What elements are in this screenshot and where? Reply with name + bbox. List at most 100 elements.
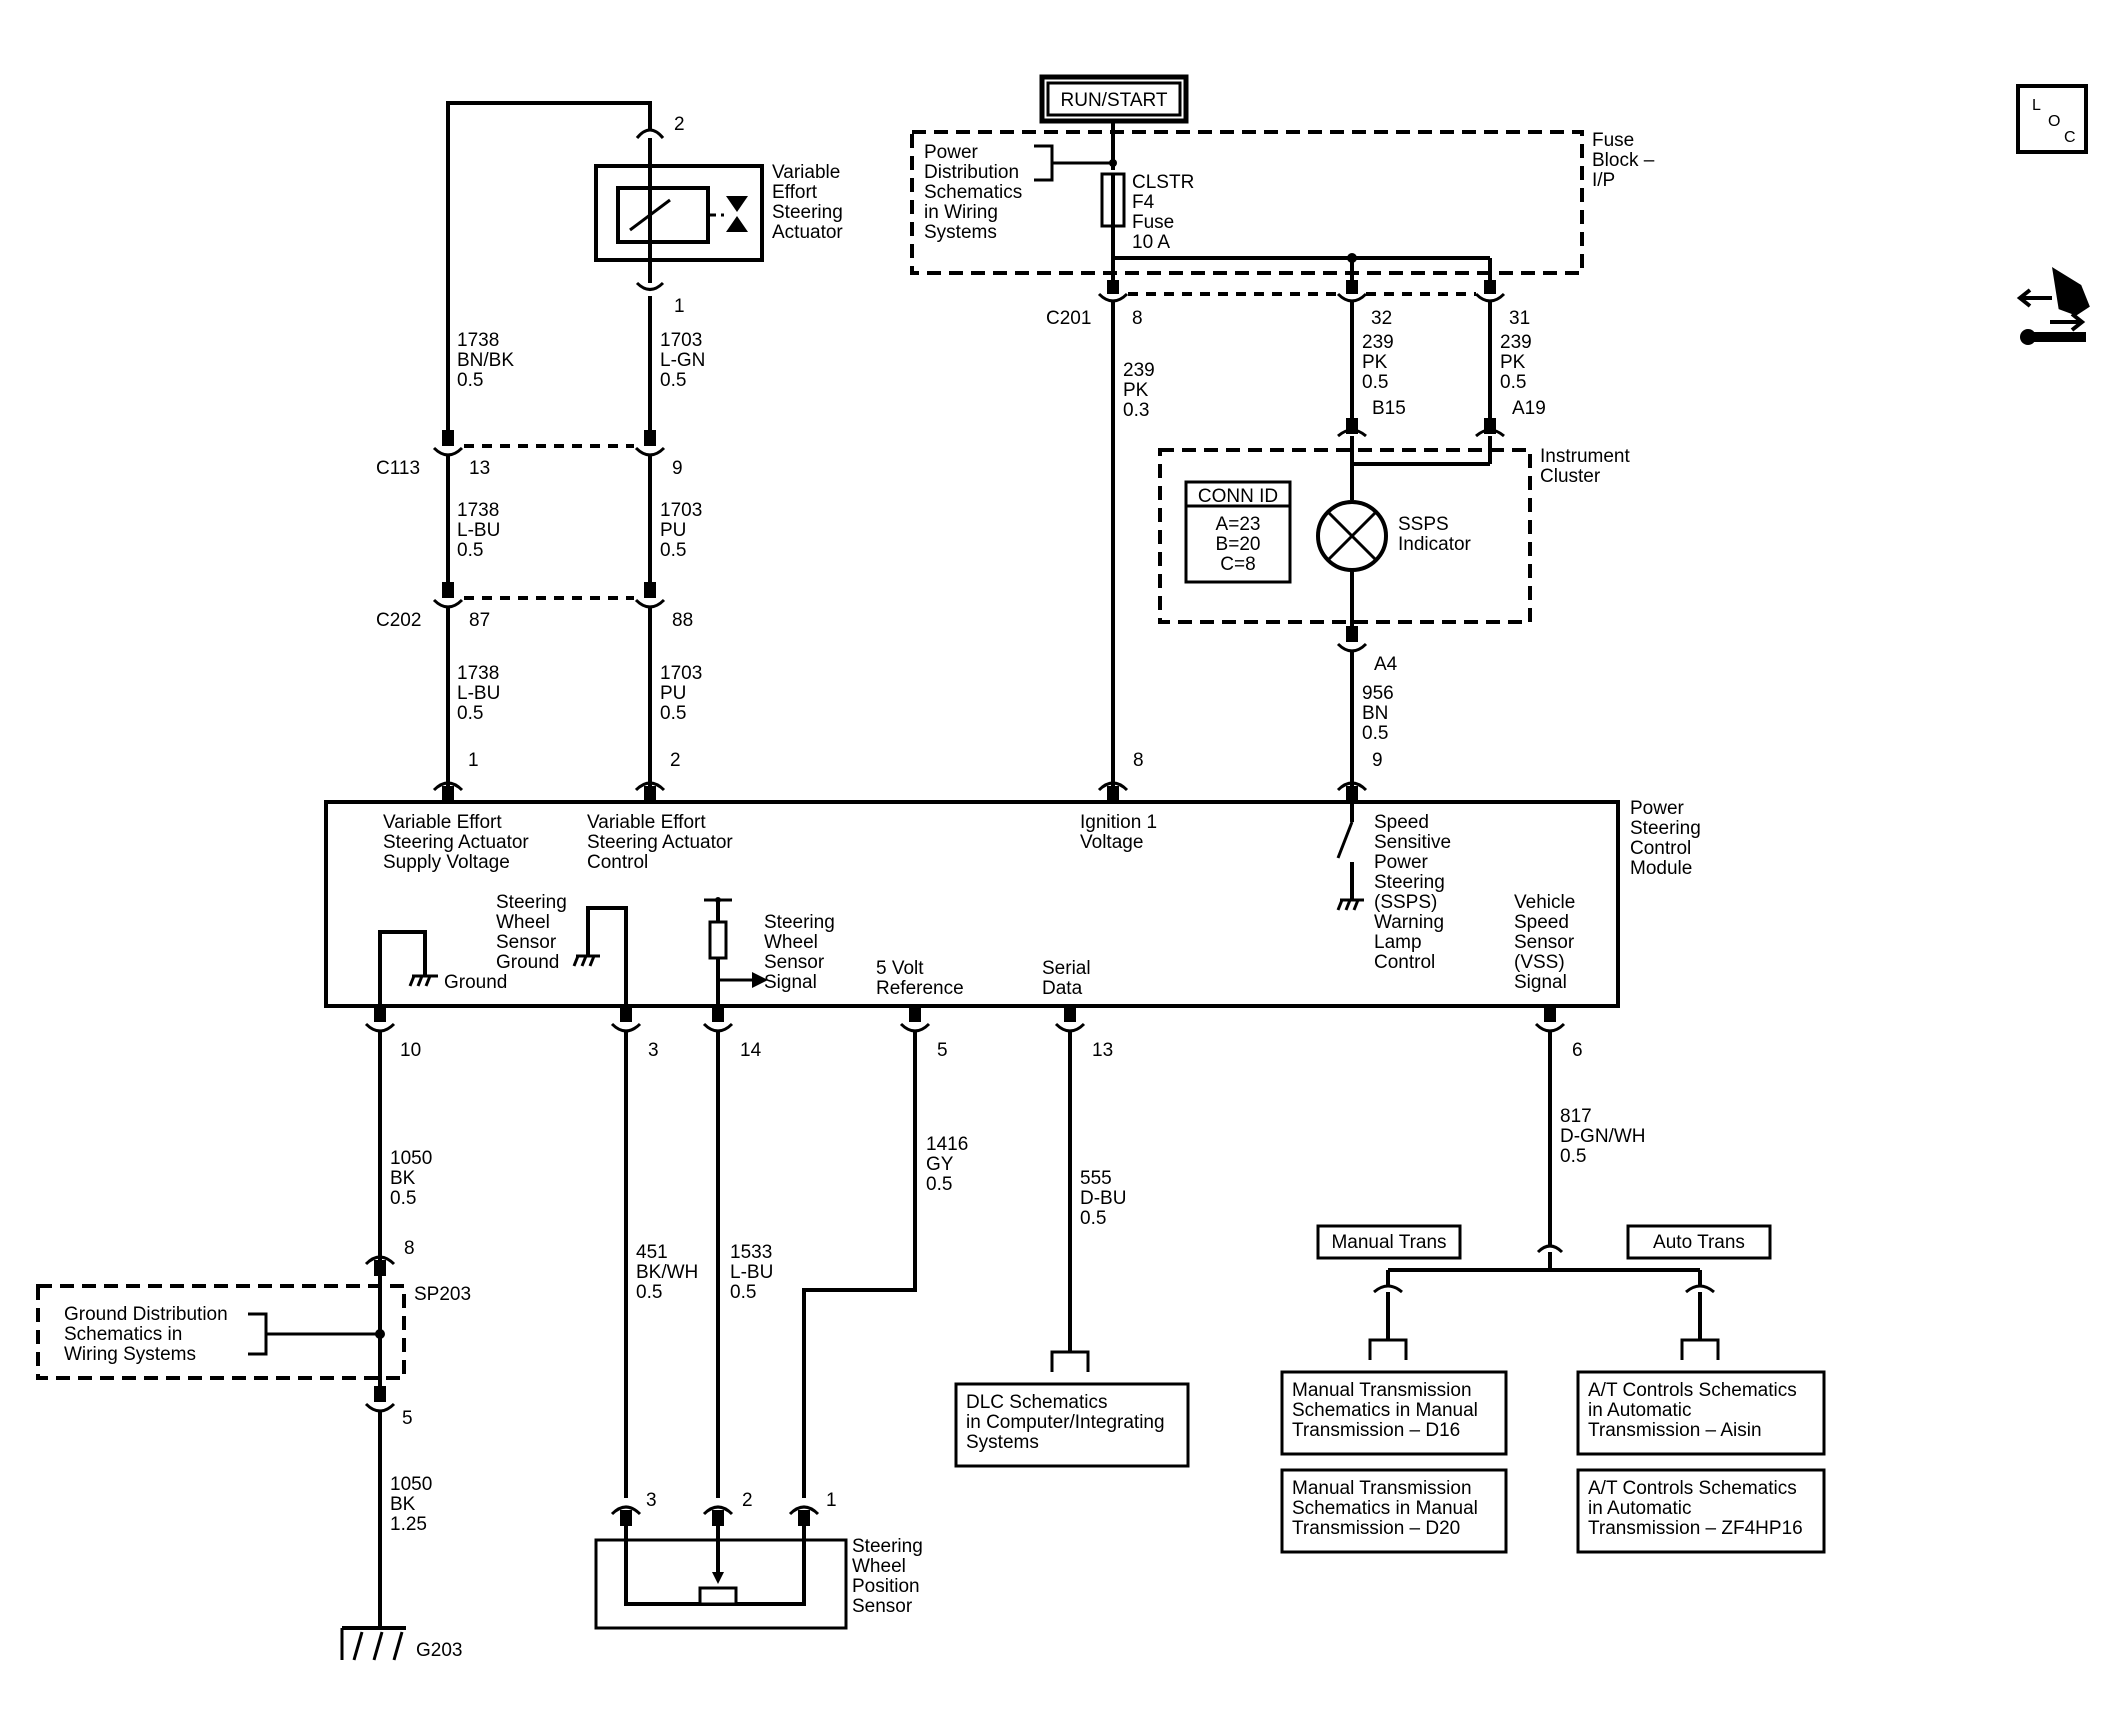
svg-text:Auto Trans: Auto Trans <box>1653 1232 1745 1253</box>
svg-text:5: 5 <box>937 1040 948 1061</box>
svg-text:C113: C113 <box>376 458 420 479</box>
svg-text:3: 3 <box>648 1040 659 1061</box>
connector-c202: C202 87 88 <box>376 582 693 631</box>
fuse-block-ip: Fuse Block – I/P Power Distribution Sche… <box>910 130 1660 282</box>
auto-trans-aisin-reference: A/T Controls Schematics in Automatic Tra… <box>1576 1370 1826 1456</box>
manual-trans-label: Manual Trans <box>1316 1224 1462 1260</box>
pscm-serial-data-label: Serial Data <box>1042 958 1096 999</box>
svg-text:Manual Trans: Manual Trans <box>1331 1232 1446 1253</box>
wire-239-ign-label: 239 PK 0.3 <box>1123 360 1160 421</box>
pscm-top-pins: 1 2 8 9 <box>432 750 1383 802</box>
svg-text:L: L <box>2032 97 2041 114</box>
svg-text:RUN/START: RUN/START <box>1061 90 1168 111</box>
svg-text:C201: C201 <box>1046 308 1091 329</box>
wire-1738-upper-label: 1738 BN/BK 0.5 <box>457 330 519 391</box>
pscm-vss-label: Vehicle Speed Sensor (VSS) Signal <box>1514 892 1581 993</box>
svg-text:C=8: C=8 <box>1220 554 1255 575</box>
svg-text:A/T Controls Schematics: A/T Controls Schematics in Automatic Tra… <box>1588 1478 1803 1539</box>
svg-text:B=20: B=20 <box>1216 534 1261 555</box>
locator-icon[interactable]: L O C <box>2016 84 2088 154</box>
pscm-supply-voltage-label: Variable Effort Steering Actuator Supply… <box>383 812 534 873</box>
actuator-pin-top: 2 <box>674 114 685 135</box>
pscm-ignition-label: Ignition 1 Voltage <box>1080 812 1162 853</box>
svg-text:9: 9 <box>1372 750 1383 771</box>
svg-text:1: 1 <box>468 750 479 771</box>
svg-text:9: 9 <box>672 458 683 479</box>
wire-956-label: 956 BN 0.5 <box>1362 683 1399 744</box>
svg-text:Manual Transmission Sche: Manual Transmission Schematics in Manual… <box>1292 1380 1483 1441</box>
svg-text:14: 14 <box>740 1040 762 1061</box>
wire-1050-bottom-label: 1050 BK 1.25 <box>390 1474 438 1535</box>
auto-trans-zf4hp16-reference: A/T Controls Schematics in Automatic Tra… <box>1576 1468 1826 1554</box>
pscm-5v-reference-label: 5 Volt Reference <box>876 958 964 999</box>
svg-text:8: 8 <box>1133 750 1144 771</box>
instrument-cluster-title: Instrument Cluster <box>1540 446 1635 487</box>
svg-text:Manual Transmission Sche: Manual Transmission Schematics in Manual… <box>1292 1478 1483 1539</box>
svg-text:6: 6 <box>1572 1040 1583 1061</box>
pscm-ground-label: Ground <box>444 972 507 993</box>
svg-text:10: 10 <box>400 1040 421 1061</box>
svg-text:C202: C202 <box>376 610 421 631</box>
svg-text:13: 13 <box>469 458 490 479</box>
fuse-block-title: Fuse Block – I/P <box>1592 130 1660 191</box>
actuator-pin-bottom: 1 <box>674 296 685 317</box>
svg-text:3: 3 <box>646 1490 657 1511</box>
svg-text:8: 8 <box>404 1238 415 1259</box>
svg-text:SP203: SP203 <box>414 1284 471 1305</box>
splice-sp203: 8 SP203 Ground Distribution Schematics i… <box>36 1238 471 1429</box>
svg-text:O: O <box>2048 113 2060 130</box>
ssps-indicator-label: SSPS Indicator <box>1398 514 1472 555</box>
wire-451-label: 451 BK/WH 0.5 <box>636 1242 704 1303</box>
svg-text:88: 88 <box>672 610 693 631</box>
auto-trans-label: Auto Trans <box>1626 1224 1772 1260</box>
svg-text:5: 5 <box>402 1408 413 1429</box>
svg-text:13: 13 <box>1092 1040 1113 1061</box>
wire-1703-low-label: 1703 PU 0.5 <box>660 663 708 724</box>
svg-text:32: 32 <box>1371 308 1392 329</box>
connector-c113: C113 13 9 <box>376 430 683 479</box>
svg-text:DLC Schematics in Comput: DLC Schematics in Computer/Integrating S… <box>966 1392 1170 1453</box>
svg-text:G203: G203 <box>416 1640 462 1661</box>
pscm-sensor-ground-label: Steering Wheel Sensor Ground <box>496 892 572 973</box>
wire-1738-mid-label: 1738 L-BU 0.5 <box>457 500 506 561</box>
wire-555-label: 555 D-BU 0.5 <box>1080 1168 1132 1229</box>
svg-text:A19: A19 <box>1512 398 1546 419</box>
conn-id-table: CONN ID A=23 B=20 C=8 <box>1184 480 1292 584</box>
svg-text:B15: B15 <box>1372 398 1406 419</box>
svg-text:1: 1 <box>826 1490 837 1511</box>
svg-text:CONN ID: CONN ID <box>1198 486 1278 507</box>
wire-1416-label: 1416 GY 0.5 <box>926 1134 974 1195</box>
wire-239-a19-label: 239 PK 0.5 <box>1500 332 1537 393</box>
svg-text:2: 2 <box>670 750 681 771</box>
sensor-title: Steering Wheel Position Sensor <box>852 1536 928 1617</box>
wire-1703-mid-label: 1703 PU 0.5 <box>660 500 708 561</box>
pscm-actuator-control-label: Variable Effort Steering Actuator Contro… <box>587 812 738 873</box>
instrument-cluster: B15 A19 Instrument Cluster SSPS Indicato… <box>1158 398 1635 675</box>
clstr-fuse-label: CLSTR F4 Fuse 10 A <box>1132 172 1200 253</box>
pscm-bottom-pins: 10 3 14 5 13 6 <box>364 1006 1583 1061</box>
ground-g203: G203 <box>340 1626 462 1661</box>
wire-1050-top-label: 1050 BK 0.5 <box>390 1148 438 1209</box>
svg-text:2: 2 <box>742 1490 753 1511</box>
schematic-navigation-icon[interactable] <box>2016 267 2090 345</box>
svg-text:C: C <box>2064 129 2076 146</box>
power-steering-control-module: 1 2 8 9 Power Steering Control Module Va… <box>324 750 1706 1061</box>
ground-distribution-reference: Ground Distribution Schematics in Wiring… <box>64 1304 233 1365</box>
wire-239-b15-label: 239 PK 0.5 <box>1362 332 1399 393</box>
manual-trans-d16-reference: Manual Transmission Schematics in Manual… <box>1280 1370 1508 1456</box>
pscm-title: Power Steering Control Module <box>1630 798 1706 879</box>
wire-1703-upper-label: 1703 L-GN 0.5 <box>660 330 711 391</box>
wire-1738-low-label: 1738 L-BU 0.5 <box>457 663 506 724</box>
actuator-title: Variable Effort Steering Actuator <box>772 162 848 243</box>
power-distribution-reference: Power Distribution Schematics in Wiring … <box>924 142 1027 243</box>
svg-text:31: 31 <box>1509 308 1530 329</box>
svg-text:A4: A4 <box>1374 654 1398 675</box>
pscm-ssps-label: Speed Sensitive Power Steering (SSPS) Wa… <box>1374 812 1456 973</box>
connector-c201: C201 8 32 31 <box>1046 280 1530 329</box>
dlc-schematics-reference: DLC Schematics in Computer/Integrating S… <box>954 1382 1190 1468</box>
manual-trans-d20-reference: Manual Transmission Schematics in Manual… <box>1280 1468 1508 1554</box>
svg-text:87: 87 <box>469 610 490 631</box>
wire-1533-label: 1533 L-BU 0.5 <box>730 1242 779 1303</box>
pscm-sensor-signal-label: Steering Wheel Sensor Signal <box>764 912 840 993</box>
